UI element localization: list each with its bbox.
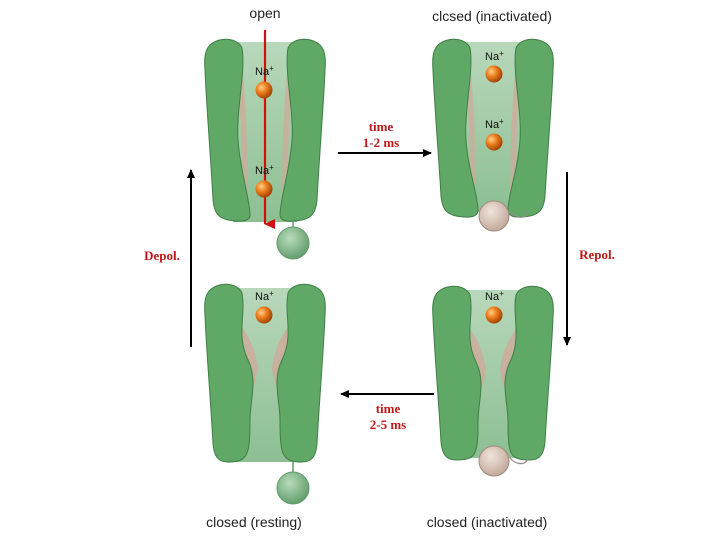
state-label-inactivated-top: clcsed (inactivated) (432, 8, 552, 24)
sodium-ion (256, 181, 273, 198)
channel-open: Na+ Na+ (205, 30, 326, 259)
sodium-ion (256, 82, 273, 99)
state-label-inactivated-bottom: closed (inactivated) (427, 514, 548, 530)
sodium-ion (486, 134, 503, 151)
sodium-ion (486, 307, 503, 324)
transition-time-label-2: time (376, 401, 401, 416)
channel-resting: Na+ (205, 284, 326, 504)
sodium-ion (256, 307, 273, 324)
sodium-ion (486, 66, 503, 83)
channel-inactivated-bottom: Na+ (433, 286, 554, 476)
inactivation-gate-ball (277, 472, 309, 504)
transition-time-label-1: time (369, 119, 394, 134)
channel-inactivated-top: Na+ Na+ (433, 39, 554, 231)
inactivation-gate-ball (479, 446, 509, 476)
state-label-open: open (249, 5, 280, 21)
depolarization-label: Depol. (144, 248, 180, 263)
repolarization-label: Repol. (579, 247, 615, 262)
transition-duration-label-1: 1-2 ms (363, 135, 399, 150)
inactivation-gate-ball (479, 201, 509, 231)
state-label-resting: closed (resting) (206, 514, 302, 530)
transition-duration-label-2: 2-5 ms (370, 417, 406, 432)
inactivation-gate-ball (277, 227, 309, 259)
